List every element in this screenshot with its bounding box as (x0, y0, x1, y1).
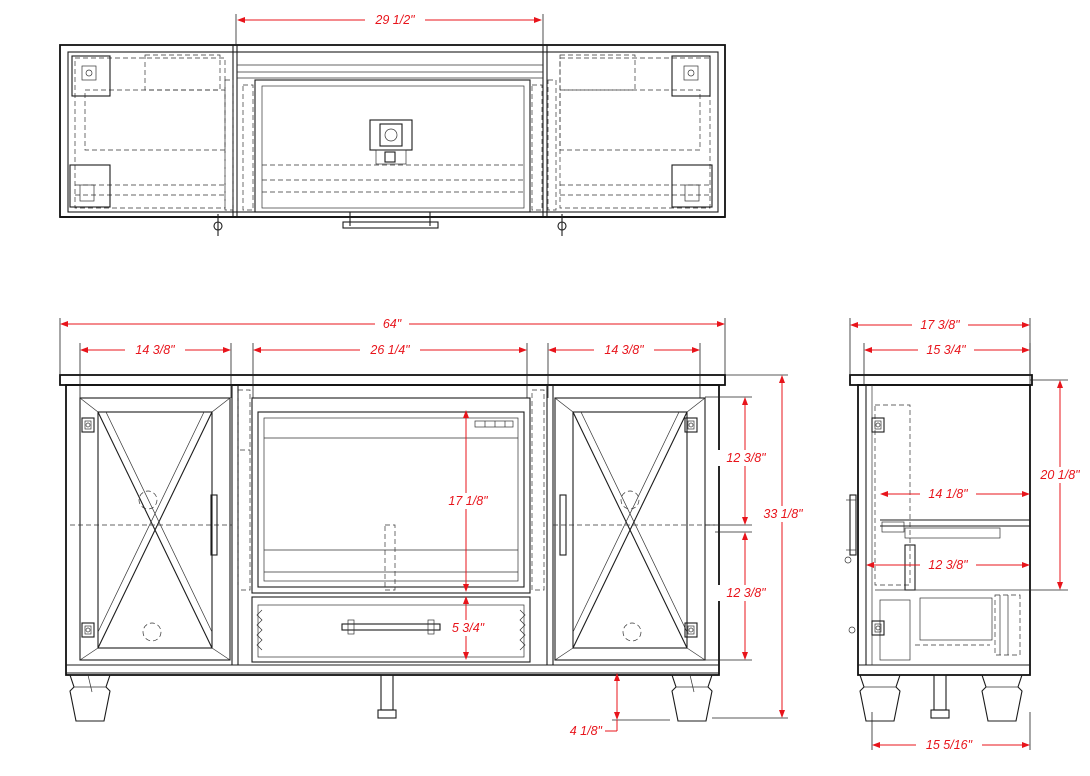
dim-door-heights: 12 3/8" 12 3/8" (705, 396, 774, 661)
label-overall-width: 64" (383, 317, 402, 331)
label-shelf-depth: 14 1/8" (928, 487, 968, 501)
label-fireplace-depth: 12 3/8" (928, 558, 968, 572)
label-overall-height: 33 1/8" (763, 507, 803, 521)
dim-overall-width: 64" (59, 316, 726, 375)
front-view (59, 374, 726, 722)
label-upper-door-height: 12 3/8" (726, 451, 766, 465)
label-right-door-width: 14 3/8" (604, 343, 644, 357)
dim-left-door-width: 14 3/8" (79, 342, 232, 398)
dim-overall-height: 33 1/8" (712, 374, 811, 719)
side-view (844, 374, 1033, 722)
dim-fireplace-height: 17 1/8" (440, 410, 496, 592)
label-side-inner-depth: 15 3/4" (926, 343, 966, 357)
label-side-overall-depth: 17 3/8" (920, 318, 960, 332)
dim-fireplace-opening-width: 26 1/4" (252, 342, 528, 398)
label-side-cabinet-height: 20 1/8" (1039, 468, 1080, 482)
top-view (59, 44, 726, 236)
dim-side-cabinet-height: 20 1/8" (1030, 379, 1088, 591)
dim-right-door-width: 14 3/8" (547, 342, 701, 398)
dim-side-overall-depth: 17 3/8" (849, 317, 1031, 375)
dim-drawer-height: 5 3/4" (443, 596, 493, 660)
label-lower-door-height: 12 3/8" (726, 586, 766, 600)
label-top-fireplace-width: 29 1/2" (374, 13, 415, 27)
label-fireplace-opening-width: 26 1/4" (369, 343, 410, 357)
dim-shelf-depth: 14 1/8" (880, 486, 1030, 502)
dim-top-fireplace-width: 29 1/2" (235, 12, 544, 46)
label-left-door-width: 14 3/8" (135, 343, 175, 357)
label-leg-height: 4 1/8" (570, 724, 603, 738)
dim-fireplace-depth: 12 3/8" (866, 557, 1030, 573)
dim-leg-span-depth: 15 5/16" (871, 712, 1031, 753)
dim-leg-height: 4 1/8" (570, 672, 670, 738)
label-fireplace-height: 17 1/8" (448, 494, 488, 508)
dim-side-inner-depth: 15 3/4" (863, 342, 1031, 385)
label-leg-span-depth: 15 5/16" (926, 738, 973, 752)
label-drawer-height: 5 3/4" (452, 621, 485, 635)
